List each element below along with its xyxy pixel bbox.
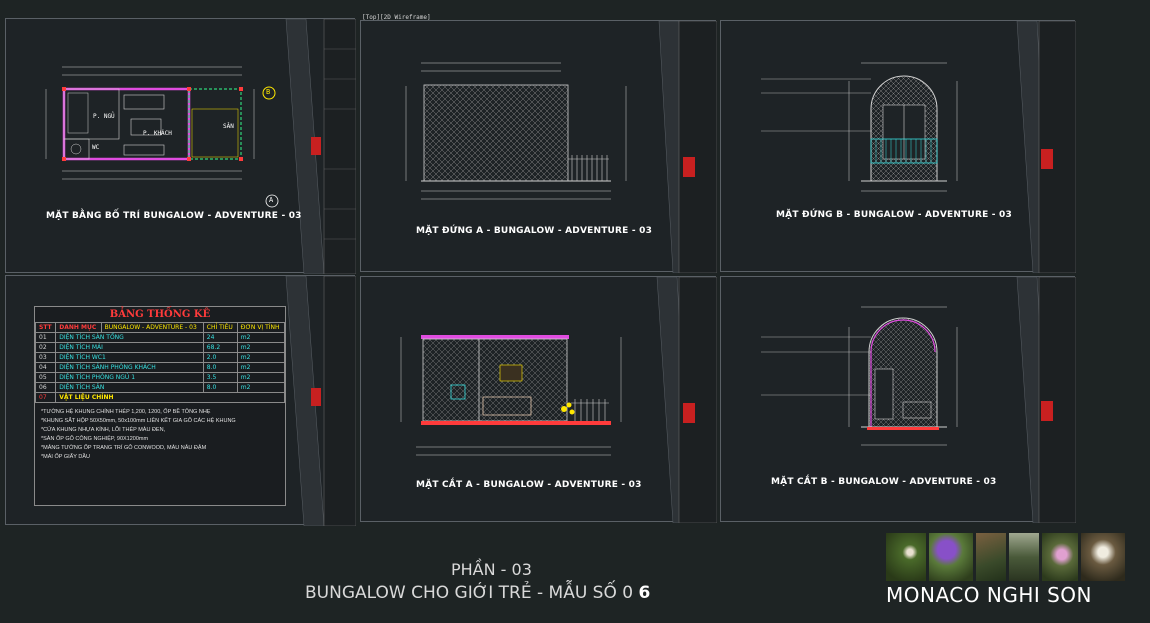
caption-title-text: BUNGALOW CHO GIỚI TRẺ - MẪU SỐ 0 (305, 583, 639, 603)
table-header: BUNGALOW - ADVENTURE - 03 (100, 322, 204, 333)
table-cell: m2 (236, 362, 286, 373)
table-cell: 8.0 (202, 382, 238, 393)
table-cell: DIỆN TÍCH WC1 (55, 352, 204, 363)
caption-part: PHẦN - 03 (451, 560, 532, 579)
sheet-elevation-b[interactable]: MẶT ĐỨNG B - BUNGALOW - ADVENTURE - 03 (720, 20, 1076, 273)
list-item: *SÀN ỐP GỖ CÔNG NGHIỆP, 90X1200mm (41, 436, 149, 442)
table-cell: 01 (34, 332, 57, 343)
list-item: *MẢNG TƯỜNG ỐP TRANG TRÍ GỖ CONWOOD, MÀU… (41, 445, 207, 451)
photo-flower-2 (929, 533, 973, 581)
room-label-living: P. KHÁCH (143, 130, 172, 137)
table-cell: DIỆN TÍCH SÂN (55, 382, 204, 393)
sheet-title-elevation-a: MẶT ĐỨNG A - BUNGALOW - ADVENTURE - 03 (416, 226, 653, 236)
table-cell: 03 (34, 352, 57, 363)
sheet-statistics[interactable]: BẢNG THỐNG KÊ STT DANH MỤC BUNGALOW - AD… (5, 275, 356, 526)
table-cell: m2 (236, 382, 286, 393)
room-label-deck: SÂN (223, 123, 234, 130)
room-label-bedroom: P. NGỦ (93, 113, 115, 120)
table-cell: 06 (34, 382, 57, 393)
caption-title: BUNGALOW CHO GIỚI TRẺ - MẪU SỐ 0 6 (305, 583, 650, 603)
sheet-section-a[interactable]: MẶT CẮT A - BUNGALOW - ADVENTURE - 03 (360, 276, 717, 523)
list-item: *KHUNG SẮT HỘP 50X50mm, 50x100mm LIÊN KẾ… (41, 418, 236, 424)
sheet-title-section-a: MẶT CẮT A - BUNGALOW - ADVENTURE - 03 (416, 480, 642, 490)
viewport-label[interactable]: [Top][2D Wireframe] (362, 14, 431, 21)
floor-plan-drawing (45, 19, 356, 274)
sheet-elevation-a[interactable]: MẶT ĐỨNG A - BUNGALOW - ADVENTURE - 03 (360, 20, 717, 273)
table-cell: 07 (34, 392, 57, 403)
section-b-drawing (761, 277, 1076, 523)
table-cell: 02 (34, 342, 57, 353)
photo-flower-3 (976, 533, 1006, 581)
sheet-title-floor-plan: MẶT BẰNG BỐ TRÍ BUNGALOW - ADVENTURE - 0… (46, 211, 302, 221)
table-cell: 8.0 (202, 362, 238, 373)
list-item: *CỬA KHUNG NHỰA KÍNH, LÕI THÉP MÀU ĐEN, (41, 427, 166, 433)
table-cell: DIỆN TÍCH SÀN TỔNG (55, 332, 204, 343)
table-cell: 24 (202, 332, 238, 343)
axis-bubble-a: A (269, 196, 274, 204)
photo-flower-1 (886, 533, 926, 581)
table-cell: 3.5 (202, 372, 238, 383)
statistics-title: BẢNG THỐNG KÊ (109, 309, 211, 320)
caption-title-number: 6 (638, 583, 651, 603)
table-cell: 2.0 (202, 352, 238, 363)
materials-notes: *TƯỜNG HỆ KHUNG CHÍNH THÉP 1,200, 1200, … (41, 408, 285, 462)
table-cell: DIỆN TÍCH SẢNH PHÒNG KHÁCH (55, 362, 204, 373)
sheet-section-b[interactable]: MẶT CẮT B - BUNGALOW - ADVENTURE - 03 (720, 276, 1076, 523)
table-cell: 68.2 (202, 342, 238, 353)
sheet-title-elevation-b: MẶT ĐỨNG B - BUNGALOW - ADVENTURE - 03 (776, 210, 1012, 220)
table-header: DANH MỤC (55, 322, 102, 333)
photo-flower-4 (1042, 533, 1078, 581)
table-cell: m2 (236, 352, 286, 363)
photo-mushroom (1081, 533, 1125, 581)
elevation-a-drawing (405, 21, 717, 273)
table-cell: m2 (236, 372, 286, 383)
table-header: CHỈ TIÊU (202, 322, 238, 333)
table-cell: m2 (236, 332, 286, 343)
section-a-drawing (400, 277, 717, 523)
table-header: ĐƠN VỊ TÍNH (236, 322, 286, 333)
brand-name: MONACO NGHI SON (886, 583, 1093, 607)
elevation-b-drawing (761, 21, 1076, 273)
sheet-title-section-b: MẶT CẮT B - BUNGALOW - ADVENTURE - 03 (771, 477, 997, 487)
table-cell: DIỆN TÍCH MÁI (55, 342, 204, 353)
statistics-sheet-frame (285, 276, 356, 526)
materials-heading: VẬT LIỆU CHÍNH (55, 392, 285, 403)
list-item: *MÁI ỐP GIẤY DẦU (41, 454, 91, 460)
list-item: *TƯỜNG HỆ KHUNG CHÍNH THÉP 1,200, 1200, … (41, 409, 211, 415)
table-header: STT (34, 322, 57, 333)
sheet-floor-plan[interactable]: P. NGỦ P. KHÁCH WC SÂN B A MẶT BẰNG BỐ T… (5, 18, 356, 274)
room-label-wc: WC (92, 144, 100, 151)
table-cell: 04 (34, 362, 57, 373)
table-cell: 05 (34, 372, 57, 383)
axis-bubble-b: B (266, 88, 271, 96)
table-header-row: STT DANH MỤC BUNGALOW - ADVENTURE - 03 C… (34, 322, 286, 333)
table-cell: DIỆN TÍCH PHÒNG NGỦ 1 (55, 372, 204, 383)
statistics-table: STT DANH MỤC BUNGALOW - ADVENTURE - 03 C… (34, 322, 286, 403)
photo-forest (1009, 533, 1039, 581)
table-cell: m2 (236, 342, 286, 353)
statistics-table-panel: BẢNG THỐNG KÊ STT DANH MỤC BUNGALOW - AD… (34, 306, 286, 506)
